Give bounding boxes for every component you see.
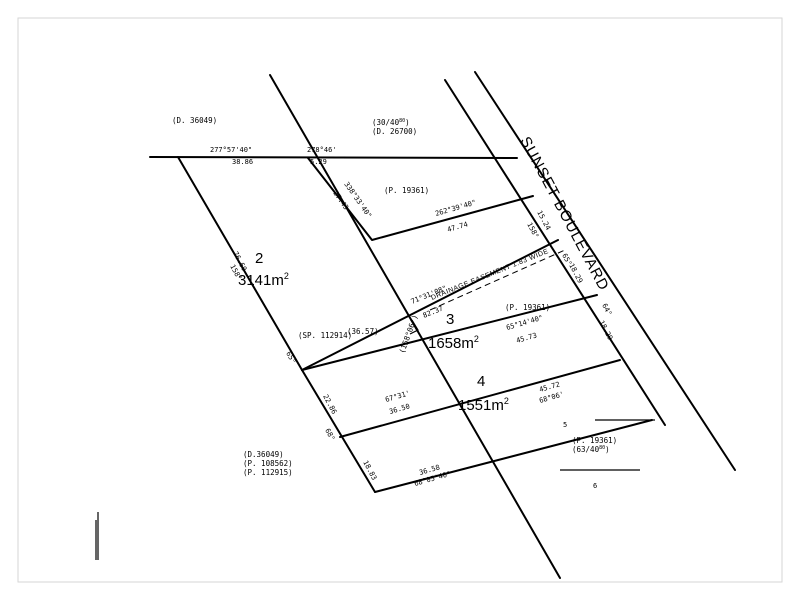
road-line-east [444, 79, 666, 426]
top-bearing: 277°57'40" [210, 146, 252, 154]
ref-lot2-upper: (P. 19361) [384, 186, 429, 195]
ref-top-center-1: (30/4080) [372, 118, 410, 127]
ref-left-3: (P. 112915) [243, 468, 293, 477]
top-boundary [149, 156, 518, 159]
ref-lot3-right: (P. 19361) [505, 303, 550, 312]
top-dist-2: 5.29 [310, 158, 327, 166]
west-boundary-lower [301, 369, 376, 493]
easement-dashed-line [429, 249, 566, 311]
lot-4-area: 1551m2 [458, 396, 509, 414]
ref-top-center-2: (D. 26700) [372, 127, 417, 136]
lot-3-number: 3 [446, 311, 454, 328]
lot-4-number: 4 [477, 373, 485, 390]
lot2-notch [307, 157, 534, 241]
top-dist: 38.86 [232, 158, 253, 166]
angle-marker [409, 319, 419, 335]
road-line-west-inner [269, 74, 561, 579]
lot-5-number: 5 [563, 421, 567, 429]
bottom-boundary [374, 419, 653, 493]
ref-left-1: (D.36049) [243, 450, 284, 459]
lot-6-number: 6 [593, 482, 597, 490]
top-bearing-2: 278°46' [307, 146, 337, 154]
ref-top-left: (D. 36049) [172, 116, 217, 125]
lot-2-area: 3141m2 [238, 271, 289, 289]
lot4-south-line [339, 359, 621, 438]
lot-3-area: 1658m2 [428, 334, 479, 352]
lot-2-number: 2 [255, 250, 263, 267]
ref-left-2: (P. 108562) [243, 459, 293, 468]
ref-right-2: (63/4080) [572, 445, 610, 454]
lot3-lot4-line [301, 294, 598, 371]
ref-right-1: (P. 19361) [572, 436, 617, 445]
road-line-east-outer [474, 71, 736, 471]
west-boundary [177, 156, 303, 371]
ref-sp-dist: (36.57) [347, 327, 379, 336]
lot2-lot3-line [301, 239, 559, 371]
ref-sp: (SP. 112914) [298, 331, 352, 340]
